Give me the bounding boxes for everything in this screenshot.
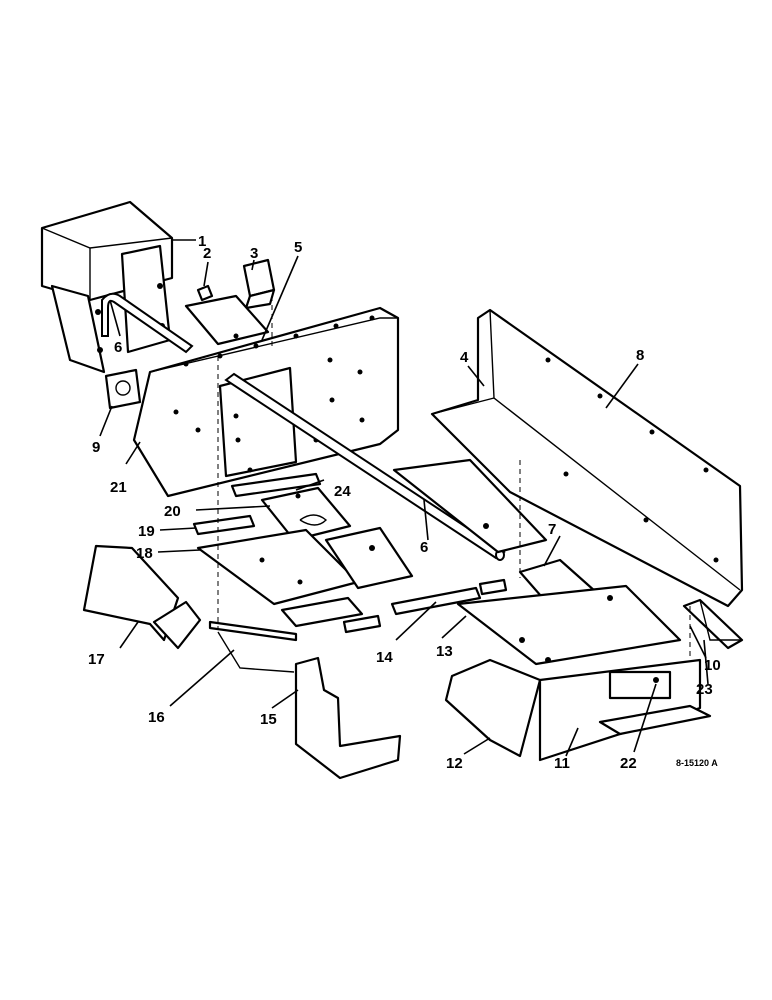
part-9-mount-plate bbox=[104, 368, 142, 410]
callout-21: 21 bbox=[110, 479, 127, 496]
part-17-left-cover bbox=[82, 544, 180, 642]
part-14-strip bbox=[390, 578, 508, 616]
drawing-id: 8-15120 A bbox=[676, 758, 718, 768]
part-24-strip bbox=[230, 472, 322, 498]
callout-8: 8 bbox=[636, 347, 644, 364]
part-16-bracket bbox=[152, 600, 298, 673]
callout-13: 13 bbox=[436, 643, 453, 660]
callout-labels: 1 2 3 5 6 4 8 9 21 24 20 19 18 6 7 10 23… bbox=[88, 233, 721, 772]
callout-24: 24 bbox=[334, 483, 351, 500]
callout-12: 12 bbox=[446, 755, 463, 772]
callout-2: 2 bbox=[203, 245, 211, 262]
part-20-plate bbox=[260, 486, 352, 542]
callout-17: 17 bbox=[88, 651, 105, 668]
callout-3: 3 bbox=[250, 245, 258, 262]
alignment-lines bbox=[217, 296, 691, 660]
callout-23: 23 bbox=[696, 681, 713, 698]
part-1-box-housing bbox=[40, 200, 174, 374]
part-6-upper-rod bbox=[101, 292, 194, 354]
callout-18: 18 bbox=[136, 545, 153, 562]
part-8-channel bbox=[430, 308, 744, 608]
part-6-long-rod bbox=[224, 372, 506, 561]
callout-19: 19 bbox=[138, 523, 155, 540]
part-13-base-plate bbox=[456, 584, 682, 666]
callout-22: 22 bbox=[620, 755, 637, 772]
callout-7: 7 bbox=[548, 521, 556, 538]
callout-16: 16 bbox=[148, 709, 165, 726]
callout-20: 20 bbox=[164, 503, 181, 520]
callout-6-upper: 6 bbox=[114, 339, 122, 356]
part-3-bracket bbox=[242, 258, 276, 310]
callout-5: 5 bbox=[294, 239, 302, 256]
callout-4: 4 bbox=[460, 349, 469, 366]
callout-6-long: 6 bbox=[420, 539, 428, 556]
callout-10: 10 bbox=[704, 657, 721, 674]
part-15-l-bracket bbox=[294, 656, 402, 780]
callout-14: 14 bbox=[376, 649, 393, 666]
part-2-nut bbox=[196, 284, 214, 302]
callout-15: 15 bbox=[260, 711, 277, 728]
callout-9: 9 bbox=[92, 439, 100, 456]
part-5-plate bbox=[184, 294, 270, 346]
leader-lines bbox=[99, 239, 709, 757]
part-10-angle bbox=[682, 598, 744, 650]
part-19-strip bbox=[192, 514, 256, 536]
middle-plates bbox=[280, 458, 548, 634]
part-11-front-panel bbox=[538, 658, 712, 762]
part-12-cover bbox=[444, 658, 542, 758]
callout-1: 1 bbox=[198, 233, 206, 250]
callout-11: 11 bbox=[554, 755, 570, 772]
